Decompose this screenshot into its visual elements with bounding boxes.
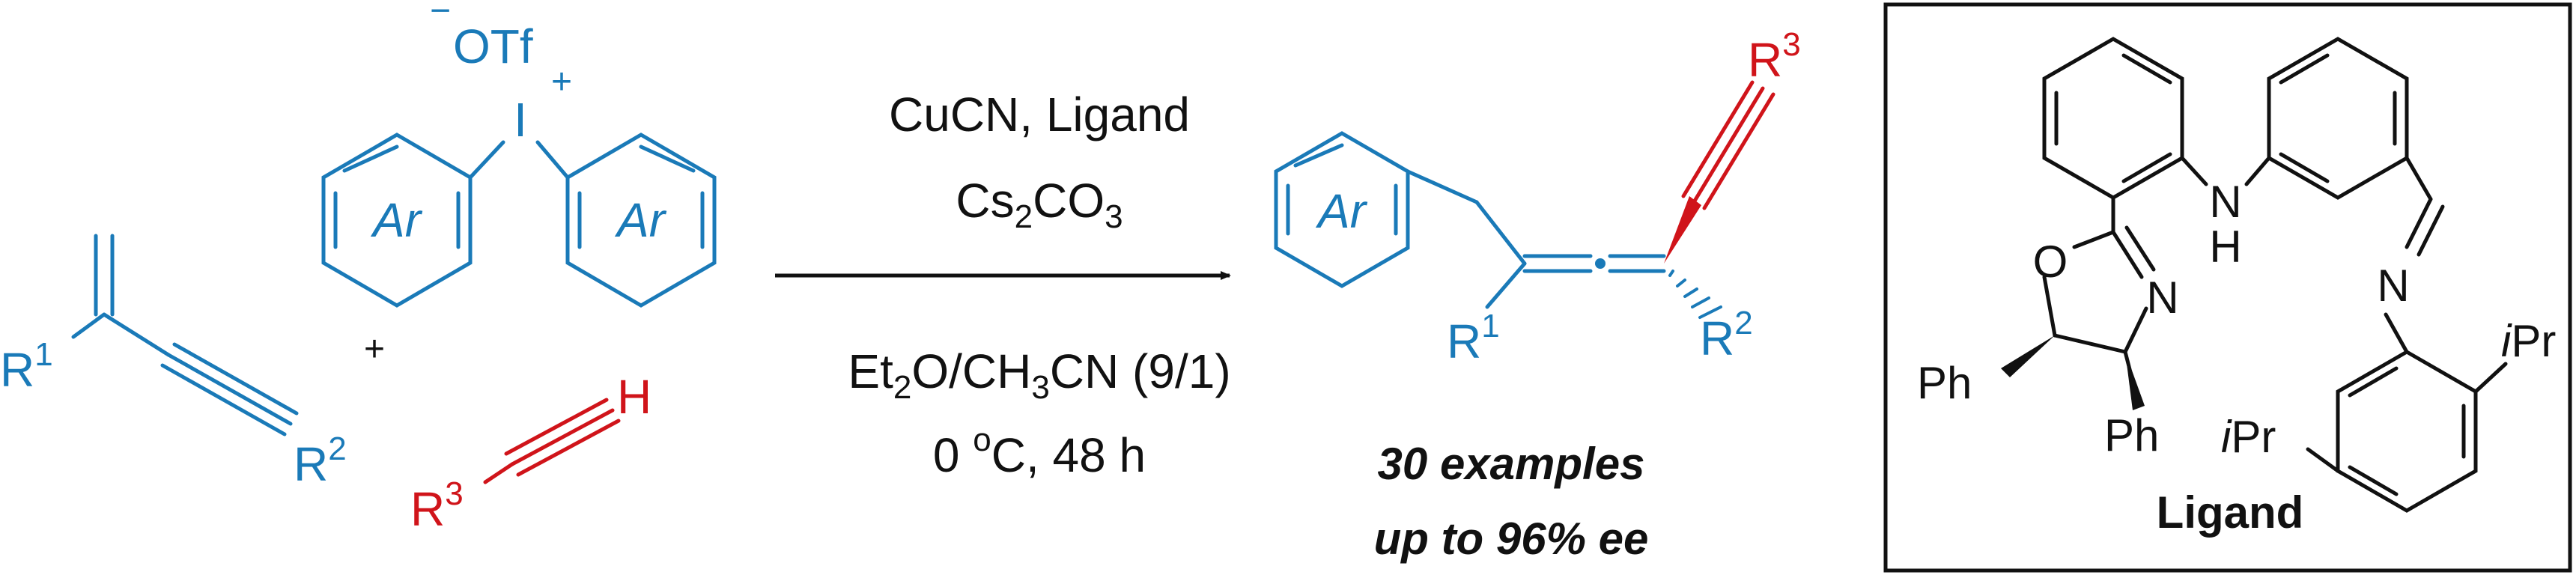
enyne-r1-label: R1 (0, 336, 53, 397)
plus-sign: + (364, 329, 385, 369)
ligand-ph-left: Ph (1917, 358, 1972, 408)
bond-allene-r1 (1485, 261, 1527, 309)
results-examples: 30 examples (1378, 439, 1645, 489)
imine-double-b (2416, 204, 2445, 257)
ligand-wedge-right (2125, 352, 2145, 410)
right-ring-inner-double-3 (639, 144, 696, 173)
ligand-structure (2042, 37, 2508, 513)
bond-aryl-right-iodine (535, 140, 570, 180)
bond-to-r1 (71, 312, 106, 339)
product-red-triple-3 (1702, 92, 1775, 210)
allene-central-carbon (1595, 258, 1606, 269)
ligand-oxazoline-o: O (2033, 237, 2068, 287)
enyne-substrate (71, 234, 299, 436)
bond-ch2-allene-c (1474, 200, 1527, 266)
ligand-nh-h: H (2209, 222, 2241, 272)
ligand-ring-upper-left (2042, 37, 2184, 200)
imine-double-a (2405, 197, 2433, 249)
right-aryl-label: Ar (614, 193, 667, 247)
red-triple-2 (504, 398, 609, 456)
alkyne-r3-label: R3 (410, 475, 464, 536)
bond-ring-ch2 (1406, 169, 1479, 204)
ligand-box (1883, 2, 2572, 573)
bond-aryl-left-iodine (468, 140, 505, 180)
terminal-alkyne (483, 398, 621, 484)
allene-product (1274, 80, 1775, 319)
ligand-ipr-left: iPr (2221, 412, 2276, 462)
ligand-title: Ligand (2157, 487, 2304, 538)
oxazoline-cn-double-a (2111, 230, 2144, 279)
left-ring-inner-double-3 (342, 144, 399, 173)
bond-to-alkyne (102, 312, 171, 357)
enyne-r2-label: R2 (294, 431, 347, 491)
alkyne-triple-2 (172, 342, 299, 416)
ligand-ipr-right: iPr (2501, 316, 2556, 366)
results-ee: up to 96% ee (1374, 514, 1649, 564)
ligand-wedge-left (2001, 335, 2055, 377)
ligand-oxazoline-n: N (2146, 273, 2178, 323)
triflate-label: OTf (453, 19, 533, 73)
hashed-bond-r2 (1668, 270, 1722, 319)
product-aryl-label: Ar (1315, 184, 1368, 238)
left-aryl-label: Ar (370, 193, 423, 247)
product-ring-inner-3 (1293, 143, 1344, 168)
ligand-ph-right: Ph (2104, 410, 2159, 460)
condition-solvent: Et2O/CH3CN (9/1) (848, 344, 1230, 406)
ligand-ring-lower (2336, 350, 2478, 513)
ligand-ring-upper-right (2267, 37, 2409, 200)
ligand-imine-n: N (2377, 261, 2409, 311)
product-red-triple-1 (1692, 86, 1765, 204)
iodine-atom: I (514, 93, 527, 147)
diaryliodonium-salt (321, 133, 717, 308)
iodine-plus-charge: + (551, 62, 572, 102)
product-r2-label: R2 (1700, 305, 1753, 365)
oxazoline-c-o (2072, 230, 2115, 249)
alkyne-triple-1 (166, 353, 293, 426)
condition-base: Cs2CO3 (956, 174, 1123, 235)
ligand-nh-n: N (2209, 177, 2241, 227)
oxazoline-cn-double-b (2124, 225, 2156, 272)
alkyne-h-label: H (617, 370, 651, 424)
wedge-bond-alkyne (1664, 196, 1701, 264)
red-triple-3 (516, 419, 621, 477)
red-triple-1 (510, 408, 615, 466)
condition-catalyst: CuCN, Ligand (889, 88, 1190, 142)
alkyne-triple-3 (160, 363, 287, 436)
product-r1-label: R1 (1447, 308, 1500, 368)
product-red-triple-2 (1681, 80, 1755, 198)
product-r3-label: R3 (1748, 26, 1801, 87)
condition-temperature: 0 oC, 48 h (933, 422, 1146, 482)
alkyne-bond-to-r3 (483, 462, 514, 484)
triflate-charge: − (430, 0, 451, 31)
